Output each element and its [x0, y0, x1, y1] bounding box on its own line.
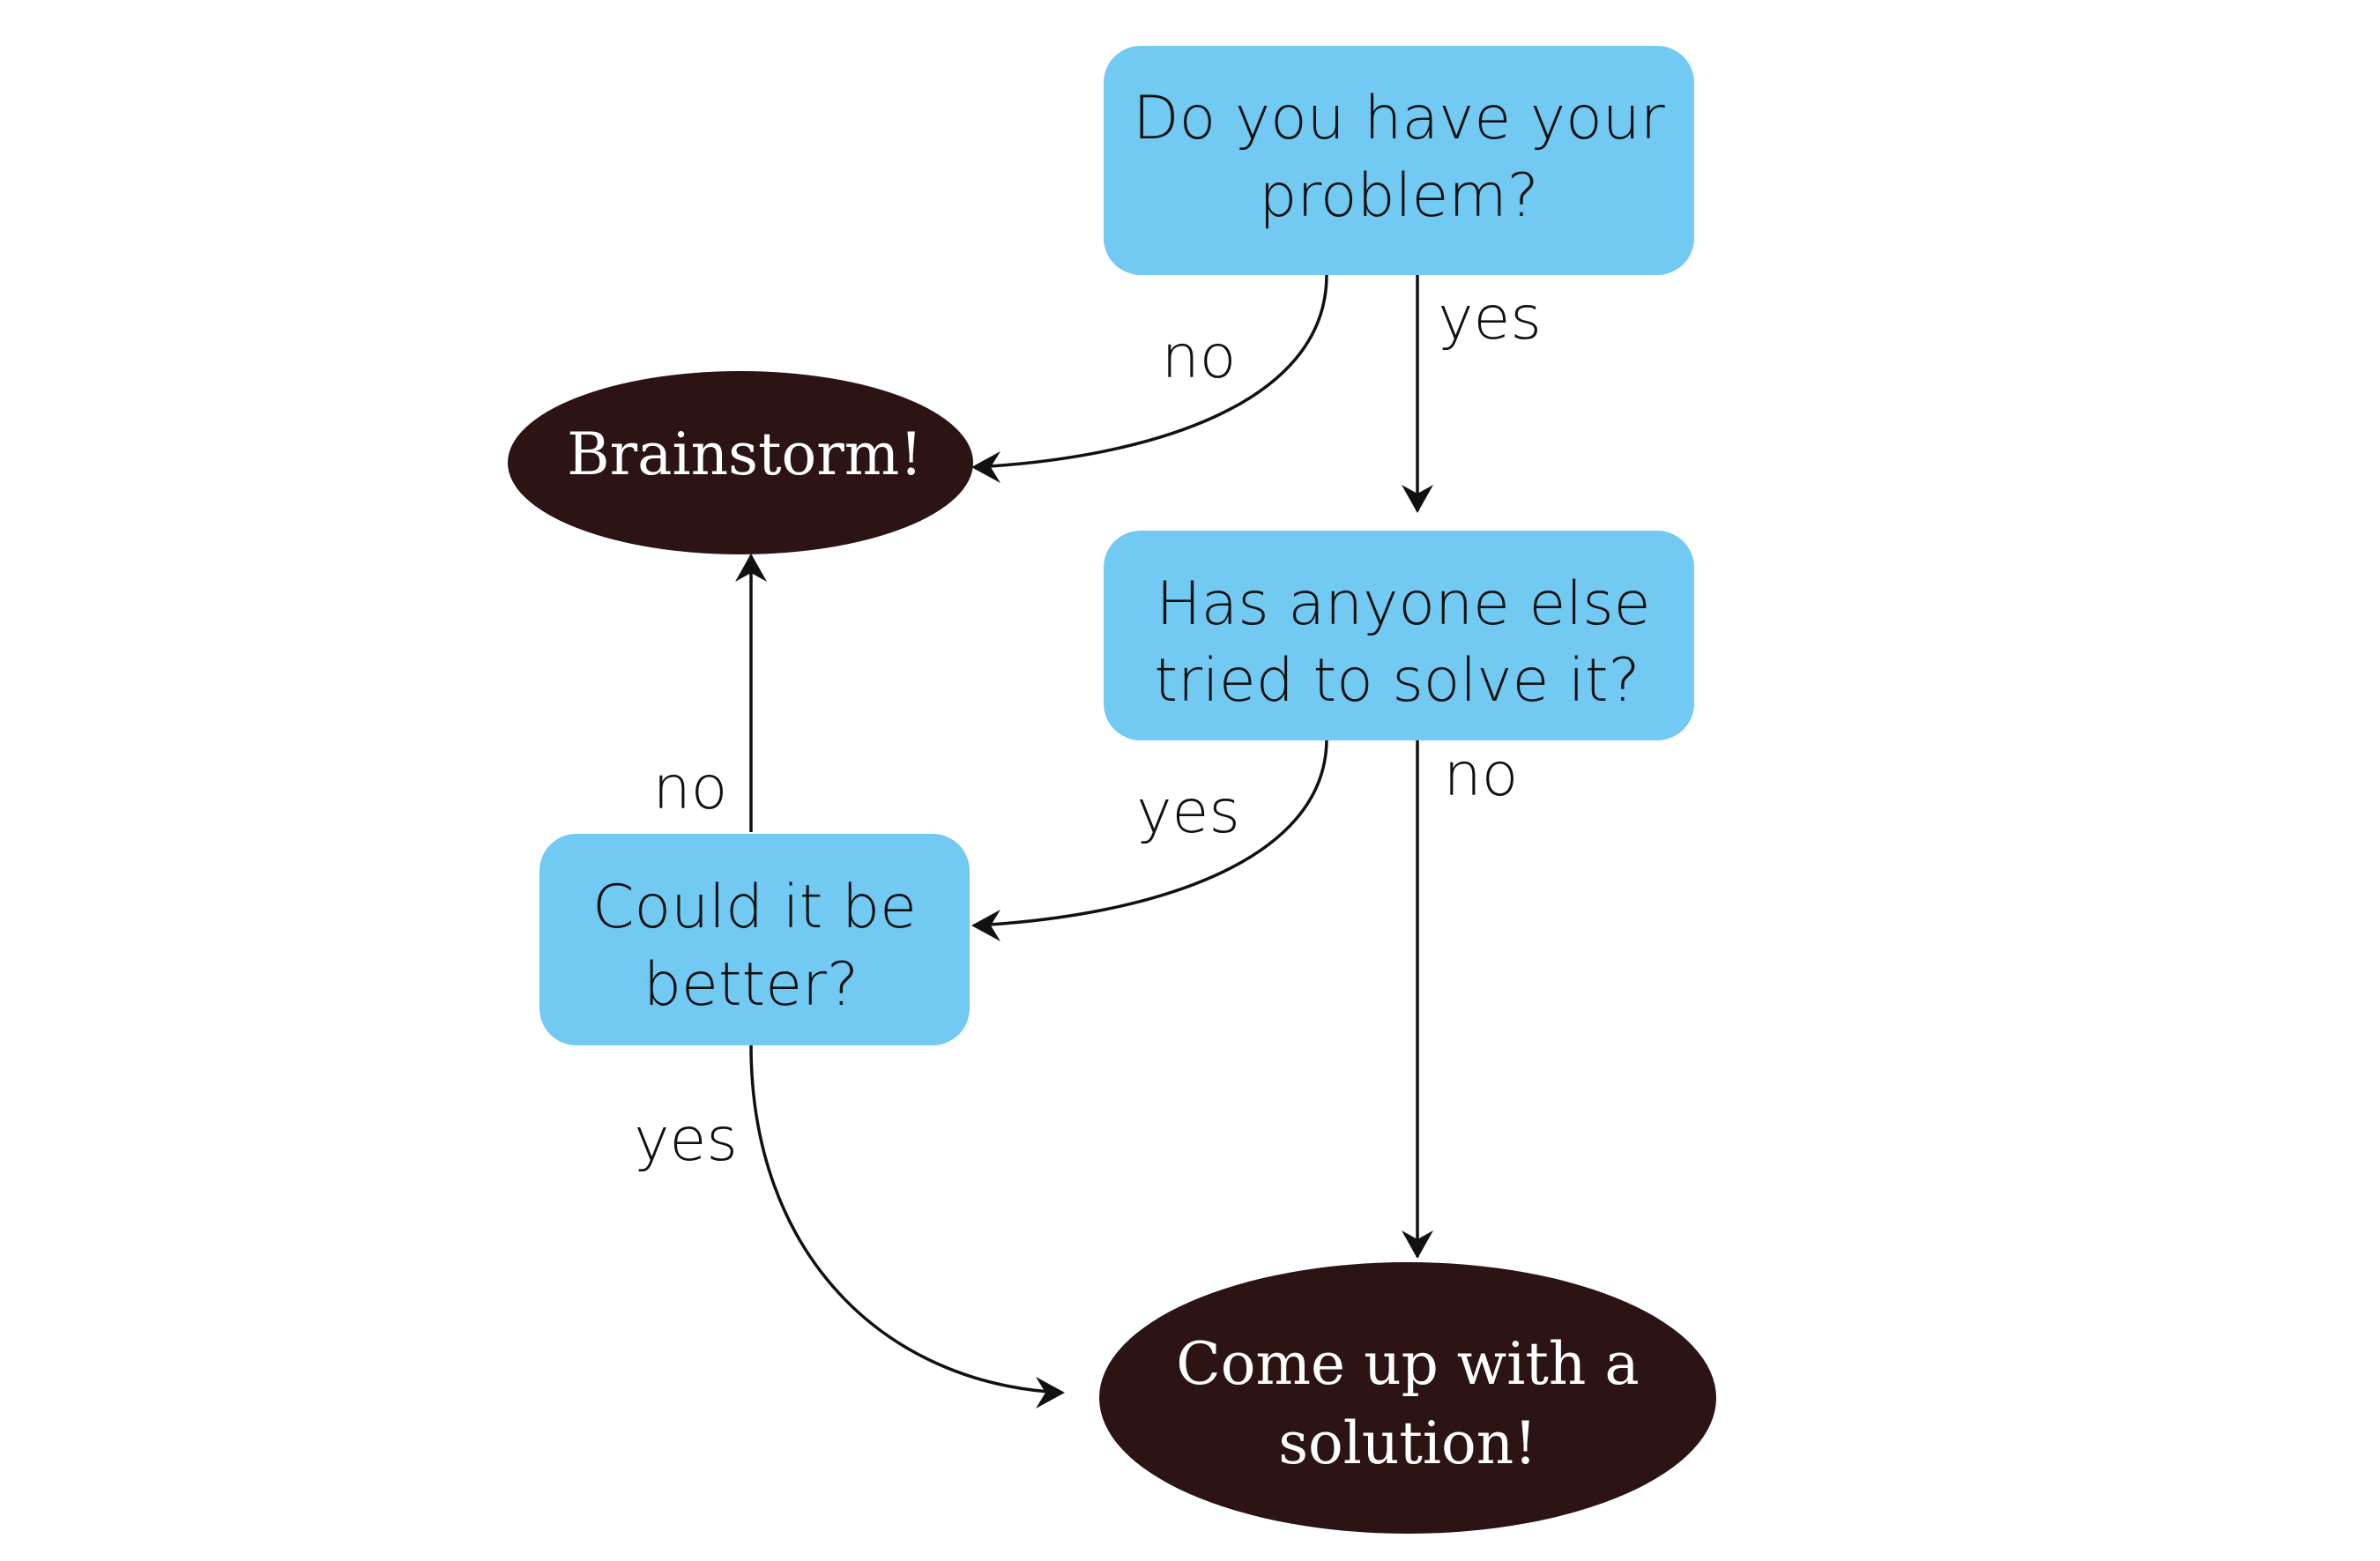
- node-could-be-better: Could it be better?: [539, 834, 970, 1045]
- edge-label-tried-yes: yes: [1136, 777, 1240, 847]
- edge-tried-no-head: [1402, 1230, 1433, 1259]
- edge-problem-no-head: [971, 451, 1000, 483]
- edge-label-better-yes: yes: [634, 1105, 738, 1175]
- node-have-problem-box: [1104, 46, 1694, 275]
- node-could-be-better-line1: Could it be: [592, 873, 917, 942]
- node-have-problem-line1: Do you have your: [1133, 84, 1665, 153]
- node-solution: Come up with a solution!: [1099, 1262, 1716, 1534]
- edge-label-problem-no: no: [1162, 323, 1237, 392]
- node-brainstorm: Brainstorm!: [508, 371, 973, 554]
- node-tried-to-solve-line1: Has anyone else: [1157, 569, 1651, 639]
- edge-better-no-head: [735, 554, 767, 582]
- node-tried-to-solve-box: [1104, 531, 1694, 740]
- edge-tried-yes: [973, 738, 1328, 927]
- edge-label-better-no: no: [653, 754, 728, 823]
- node-have-problem-line2: problem?: [1259, 161, 1538, 231]
- node-could-be-better-box: [539, 834, 970, 1045]
- node-brainstorm-oval: [508, 371, 973, 554]
- edge-problem-no: [972, 274, 1328, 472]
- node-solution-line1: Come up with a: [1176, 1330, 1640, 1398]
- edge-label-problem-yes: yes: [1438, 284, 1542, 353]
- edge-label-tried-no: no: [1444, 740, 1519, 810]
- edge-problem-yes-head: [1402, 485, 1433, 513]
- node-could-be-better-line2: better?: [643, 950, 859, 1020]
- node-solution-line2: solution!: [1278, 1409, 1537, 1477]
- node-solution-oval: [1099, 1262, 1716, 1534]
- edge-better-yes-head: [1036, 1377, 1065, 1409]
- node-have-problem: Do you have your problem?: [1104, 46, 1694, 275]
- node-brainstorm-label: Brainstorm!: [567, 420, 923, 488]
- edge-tried-yes-head: [971, 910, 1000, 941]
- edge-better-yes: [749, 1044, 1063, 1394]
- node-tried-to-solve-line2: tried to solve it?: [1154, 646, 1640, 716]
- node-tried-to-solve: Has anyone else tried to solve it?: [1104, 531, 1694, 740]
